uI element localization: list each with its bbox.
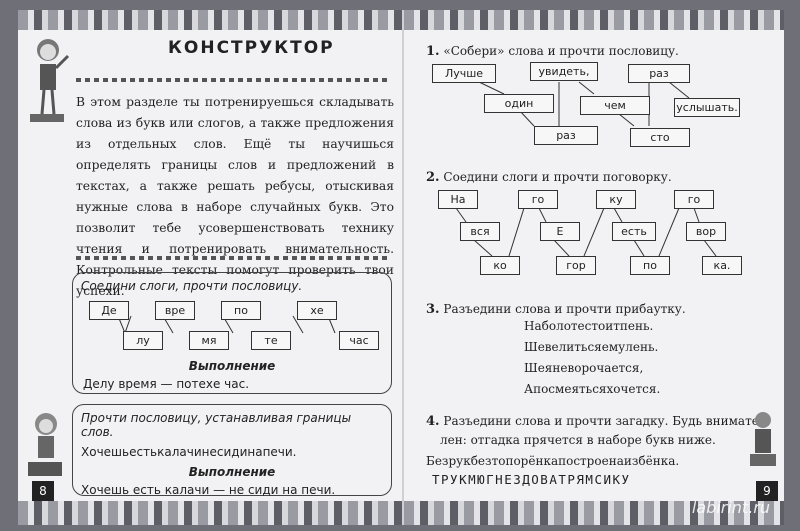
exercise-4-instruction: 4. Разъедини слова и прочти загадку. Буд… [426,412,763,450]
example2-task: Прочти пословицу, устанавливая границы с… [81,411,352,439]
example2-done-label: Выполнение [188,465,276,479]
example-box-boundaries: Прочти пословицу, устанавливая границы с… [72,404,392,497]
syllable-box: хе [297,301,337,320]
rhyme-line: Шевелитьсяемулень. [524,340,659,354]
word-box: чем [580,96,650,115]
exercise-1-instruction: 1. «Собери» слова и прочти пословицу. [426,42,679,61]
exercise-2-instruction: 2. Соедини слоги и прочти поговорку. [426,168,672,187]
riddle-line: Безрукбезтопорёнкапостроенаизбёнка. [426,454,680,468]
word-box: раз [628,64,690,83]
syllable-box: вре [155,301,195,320]
syllable-box: час [339,331,379,350]
page-number-left: 8 [32,481,54,501]
word-box: сто [630,128,690,147]
left-page: КОНСТРУКТОР В этом разделе ты потренируе… [18,10,404,525]
syllable-box: лу [123,331,163,350]
example1-done-label: Выполнение [188,359,276,373]
boy-illustration [750,412,776,466]
syllable-box: вся [460,222,500,241]
syllable-box: На [438,190,478,209]
exercise-3-instruction: 3. Разъедини слова и прочти прибаутку. [426,300,686,319]
page-number-right: 9 [756,481,778,501]
syllable-box: ко [480,256,520,275]
letter-set-line: ТРУКМЮГНЕЗДОВАТРЯМСИКУ [432,472,631,487]
syllable-box: Е [540,222,580,241]
exercise-3-lines: Наболотестоитпень. Шевелитьсяемулень. Ше… [524,316,660,400]
syllable-box: по [221,301,261,320]
exercise-4-text-line1: Разъедини слова и прочти загадку. Будь в… [443,414,763,428]
dotted-divider [76,256,390,260]
word-box: увидеть, [530,62,598,81]
syllable-box: вор [686,222,726,241]
exercise-3-number: 3. [426,302,440,317]
word-box: один [484,94,554,113]
dotted-divider [76,78,390,82]
example-box-syllables: Соедини слоги, прочти пословицу. Де вре … [72,272,392,394]
exercise-2-connectors [455,207,717,257]
exercise-2-text: Соедини слоги и прочти поговорку. [443,170,672,184]
syllable-box: ку [596,190,636,209]
exercise-1-number: 1. [426,44,440,59]
rhyme-line: Апосмеятьсяхочется. [524,382,661,396]
intro-text: В этом разделе ты потренируешься складыв… [76,95,394,298]
word-box: раз [534,126,598,145]
section-title: КОНСТРУКТОР [168,38,335,58]
word-box: Лучше [432,64,496,83]
example1-answer: Делу время — потехе час. [83,377,250,391]
syllable-box: есть [612,222,656,241]
syllable-box: гор [556,256,596,275]
right-page: 1. «Собери» слова и прочти пословицу. Лу… [404,10,784,525]
exercise-3-text: Разъедини слова и прочти прибаутку. [443,302,686,316]
syllable-box: го [518,190,558,209]
syllable-box: те [251,331,291,350]
syllable-box: го [674,190,714,209]
exercise-4-text-line2: лен: отгадка прячется в наборе букв ниже… [440,433,716,447]
example1-task: Соедини слоги, прочти пословицу. [81,279,303,293]
top-stripe-decoration [404,10,784,30]
child-illustration [28,413,62,476]
exercise-1-text: «Собери» слова и прочти пословицу. [443,44,679,58]
top-stripe-decoration [18,10,402,30]
rhyme-line: Шеяневорочается, [524,361,644,375]
exercise-4-number: 4. [426,414,440,429]
example2-puzzle: Хочешьестькалачинесидинапечи. [81,445,297,459]
syllable-box: Де [89,301,129,320]
word-box: услышать. [674,98,740,117]
watermark: labirint.ru [691,498,770,517]
example2-answer: Хочешь есть калачи — не сиди на печи. [81,483,336,497]
exercise-2-number: 2. [426,170,440,185]
bottom-stripe-decoration [404,501,784,525]
rhyme-line: Наболотестоитпень. [524,319,654,333]
syllable-box: ка. [702,256,742,275]
bottom-stripe-decoration [18,501,402,525]
syllable-box: по [630,256,670,275]
girl-illustration [30,39,70,122]
syllable-box: мя [189,331,229,350]
